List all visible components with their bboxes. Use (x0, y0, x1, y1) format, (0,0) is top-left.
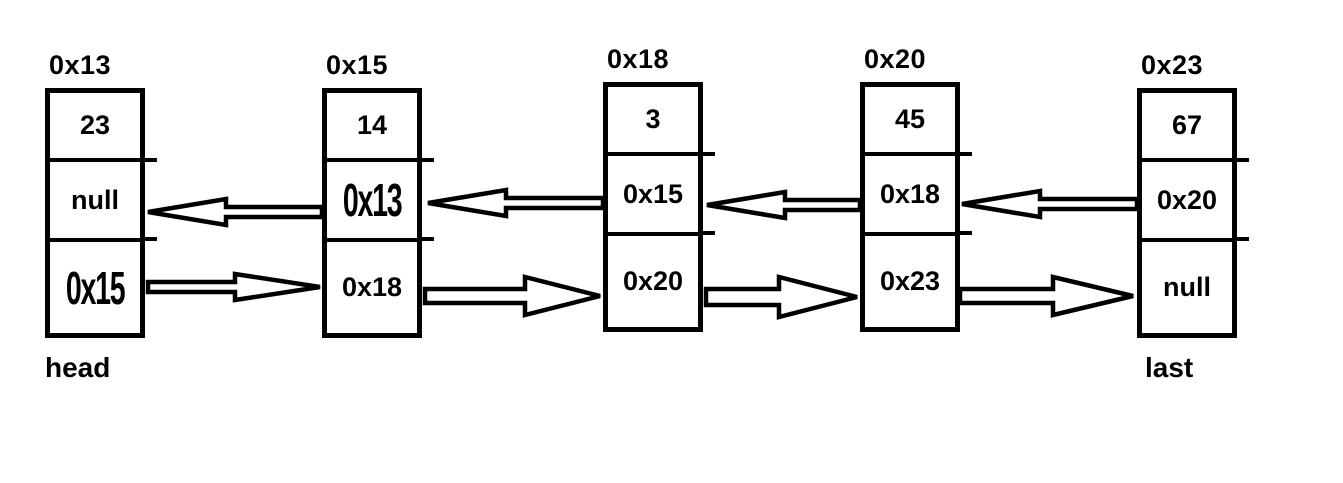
node-address-label: 0x13 (49, 50, 112, 80)
prev-arrow-0x23-to-0x20 (961, 188, 1140, 220)
node-box: 23 null 0x15 (45, 88, 145, 338)
node-prev-pointer-cell: 0x15 (608, 156, 698, 236)
node-next-pointer-cell: null (1163, 272, 1211, 302)
next-arrow-0x20-to-0x23 (957, 274, 1134, 318)
next-arrow-0x18-to-0x20 (703, 274, 858, 320)
next-pointer-value: 0x15 (65, 261, 126, 314)
next-arrow-0x13-to-0x15 (145, 271, 321, 303)
node-box: 14 0x13 0x18 (322, 88, 422, 338)
prev-pointer-value: 0x13 (342, 174, 403, 226)
node-value-cell: 3 (608, 87, 698, 156)
node-prev-pointer-cell: 0x20 (1142, 162, 1232, 242)
prev-arrow-0x18-to-0x15 (427, 187, 606, 219)
node-address-label: 0x18 (607, 44, 670, 74)
node-box: 45 0x18 0x23 (860, 82, 960, 332)
node-address-label: 0x20 (864, 44, 927, 74)
node-value-cell: 14 (327, 93, 417, 162)
node-box: 67 0x20 null (1137, 88, 1237, 338)
node-prev-pointer-cell: 0x18 (865, 156, 955, 236)
node-value-cell: 45 (865, 87, 955, 156)
node-value-cell: 67 (1142, 93, 1232, 162)
last-label: last (1145, 352, 1194, 383)
prev-arrow-0x20-to-0x18 (706, 189, 863, 221)
node-prev-pointer-cell: 0x13 (327, 162, 417, 242)
node-next-pointer-cell: 0x18 (341, 272, 403, 302)
node-address-label: 0x15 (326, 50, 389, 80)
node-next-pointer-cell: 0x20 (622, 266, 684, 296)
prev-arrow-0x15-to-0x13 (147, 196, 325, 228)
node-next-pointer-cell: 0x15 (50, 242, 140, 333)
node-next-pointer-cell: 0x23 (879, 266, 941, 296)
node-box: 3 0x15 0x20 (603, 82, 703, 332)
node-value-cell: 23 (50, 93, 140, 162)
head-label: head (45, 352, 111, 383)
node-address-label: 0x23 (1141, 50, 1204, 80)
node-prev-pointer-cell: null (50, 162, 140, 242)
next-arrow-0x15-to-0x18 (422, 274, 601, 318)
